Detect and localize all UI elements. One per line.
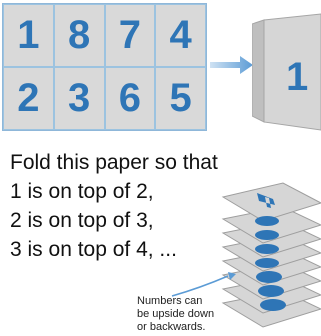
grid-cell: 7 (105, 4, 156, 67)
grid-cell: 5 (155, 67, 206, 130)
right-arrow-icon (210, 55, 254, 75)
note-line: or backwards. (137, 321, 214, 334)
grid-cell: 8 (54, 4, 105, 67)
folded-paper-number: 1 (286, 55, 308, 99)
folded-paper: 1 (252, 12, 321, 132)
grid-cell: 1 (3, 4, 54, 67)
grid-cell: 3 (54, 67, 105, 130)
paper-grid: 1 8 7 4 2 3 6 5 (2, 3, 207, 131)
instructions: Fold this paper so that 1 is on top of 2… (10, 148, 218, 264)
instruction-line: 2 is on top of 3, (10, 206, 218, 235)
grid-cell: 6 (105, 67, 156, 130)
instruction-line: Fold this paper so that (10, 148, 218, 177)
grid-cell: 4 (155, 4, 206, 67)
grid-cell: 2 (3, 67, 54, 130)
note-line: Numbers can (137, 295, 214, 308)
note-line: be upside down (137, 308, 214, 321)
note-text: Numbers can be upside down or backwards. (137, 295, 214, 334)
instruction-line: 1 is on top of 2, (10, 177, 218, 206)
instruction-line: 3 is on top of 4, ... (10, 235, 218, 264)
